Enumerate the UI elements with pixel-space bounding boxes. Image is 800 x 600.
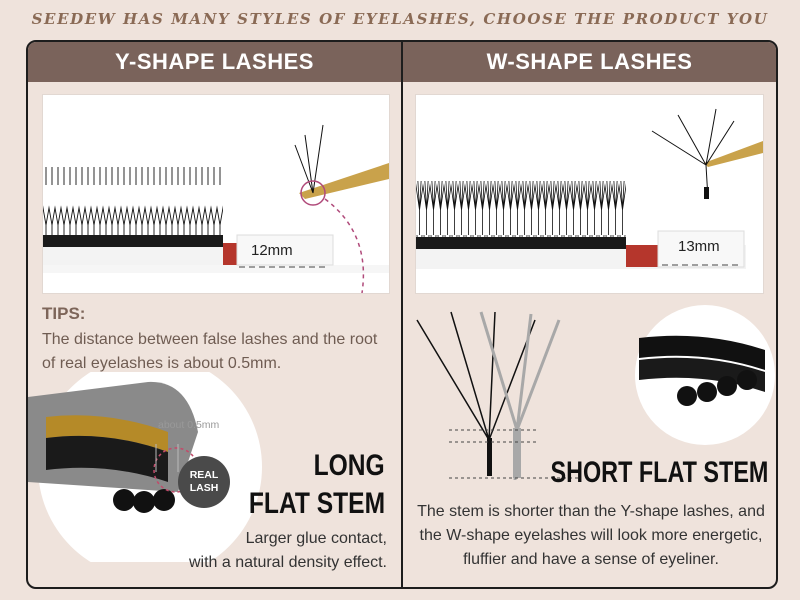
short-stem-closeup-illustration bbox=[635, 305, 775, 445]
long-stem-label-line2: FLAT STEM bbox=[248, 487, 385, 520]
real-lash-label-line1: REAL bbox=[190, 469, 219, 481]
distance-label: about 0.5mm bbox=[158, 419, 220, 431]
tips-text: The distance between false lashes and th… bbox=[42, 331, 378, 372]
w-shape-fan-illustration bbox=[416, 311, 579, 481]
tips-label: TIPS: bbox=[42, 304, 86, 323]
long-stem-label-line1: LONG bbox=[313, 449, 385, 482]
y-shape-lash-strip-image: 12mm bbox=[43, 124, 389, 293]
w-length-label: 13mm bbox=[678, 238, 720, 255]
w-shape-column: W-SHAPE LASHES 13mm bbox=[403, 42, 776, 587]
w-shape-title: W-SHAPE LASHES bbox=[403, 42, 776, 82]
w-shape-description: The stem is shorter than the Y-shape las… bbox=[417, 503, 765, 568]
w-shape-lash-photo: 13mm bbox=[415, 94, 764, 294]
y-shape-column: Y-SHAPE LASHES 12mm bbox=[28, 42, 401, 587]
y-shape-description: Larger glue contact, with a natural dens… bbox=[87, 527, 387, 575]
long-stem-closeup-illustration: REAL LASH about 0.5mm bbox=[28, 372, 262, 562]
headline: Seedew has many styles of eyelashes, cho… bbox=[31, 10, 769, 58]
y-length-label: 12mm bbox=[251, 242, 293, 259]
real-lash-label-line2: LASH bbox=[190, 482, 219, 494]
column-divider bbox=[401, 42, 403, 587]
w-shape-lash-strip-image: 13mm bbox=[416, 108, 763, 269]
short-stem-label: SHORT FLAT STEM bbox=[550, 456, 768, 489]
y-desc-line2: with a natural density effect. bbox=[188, 554, 387, 571]
comparison-frame: Y-SHAPE LASHES 12mm bbox=[26, 40, 778, 589]
y-shape-title: Y-SHAPE LASHES bbox=[28, 42, 401, 82]
y-desc-line1: Larger glue contact, bbox=[245, 530, 387, 547]
y-shape-lash-photo: 12mm bbox=[42, 94, 390, 294]
